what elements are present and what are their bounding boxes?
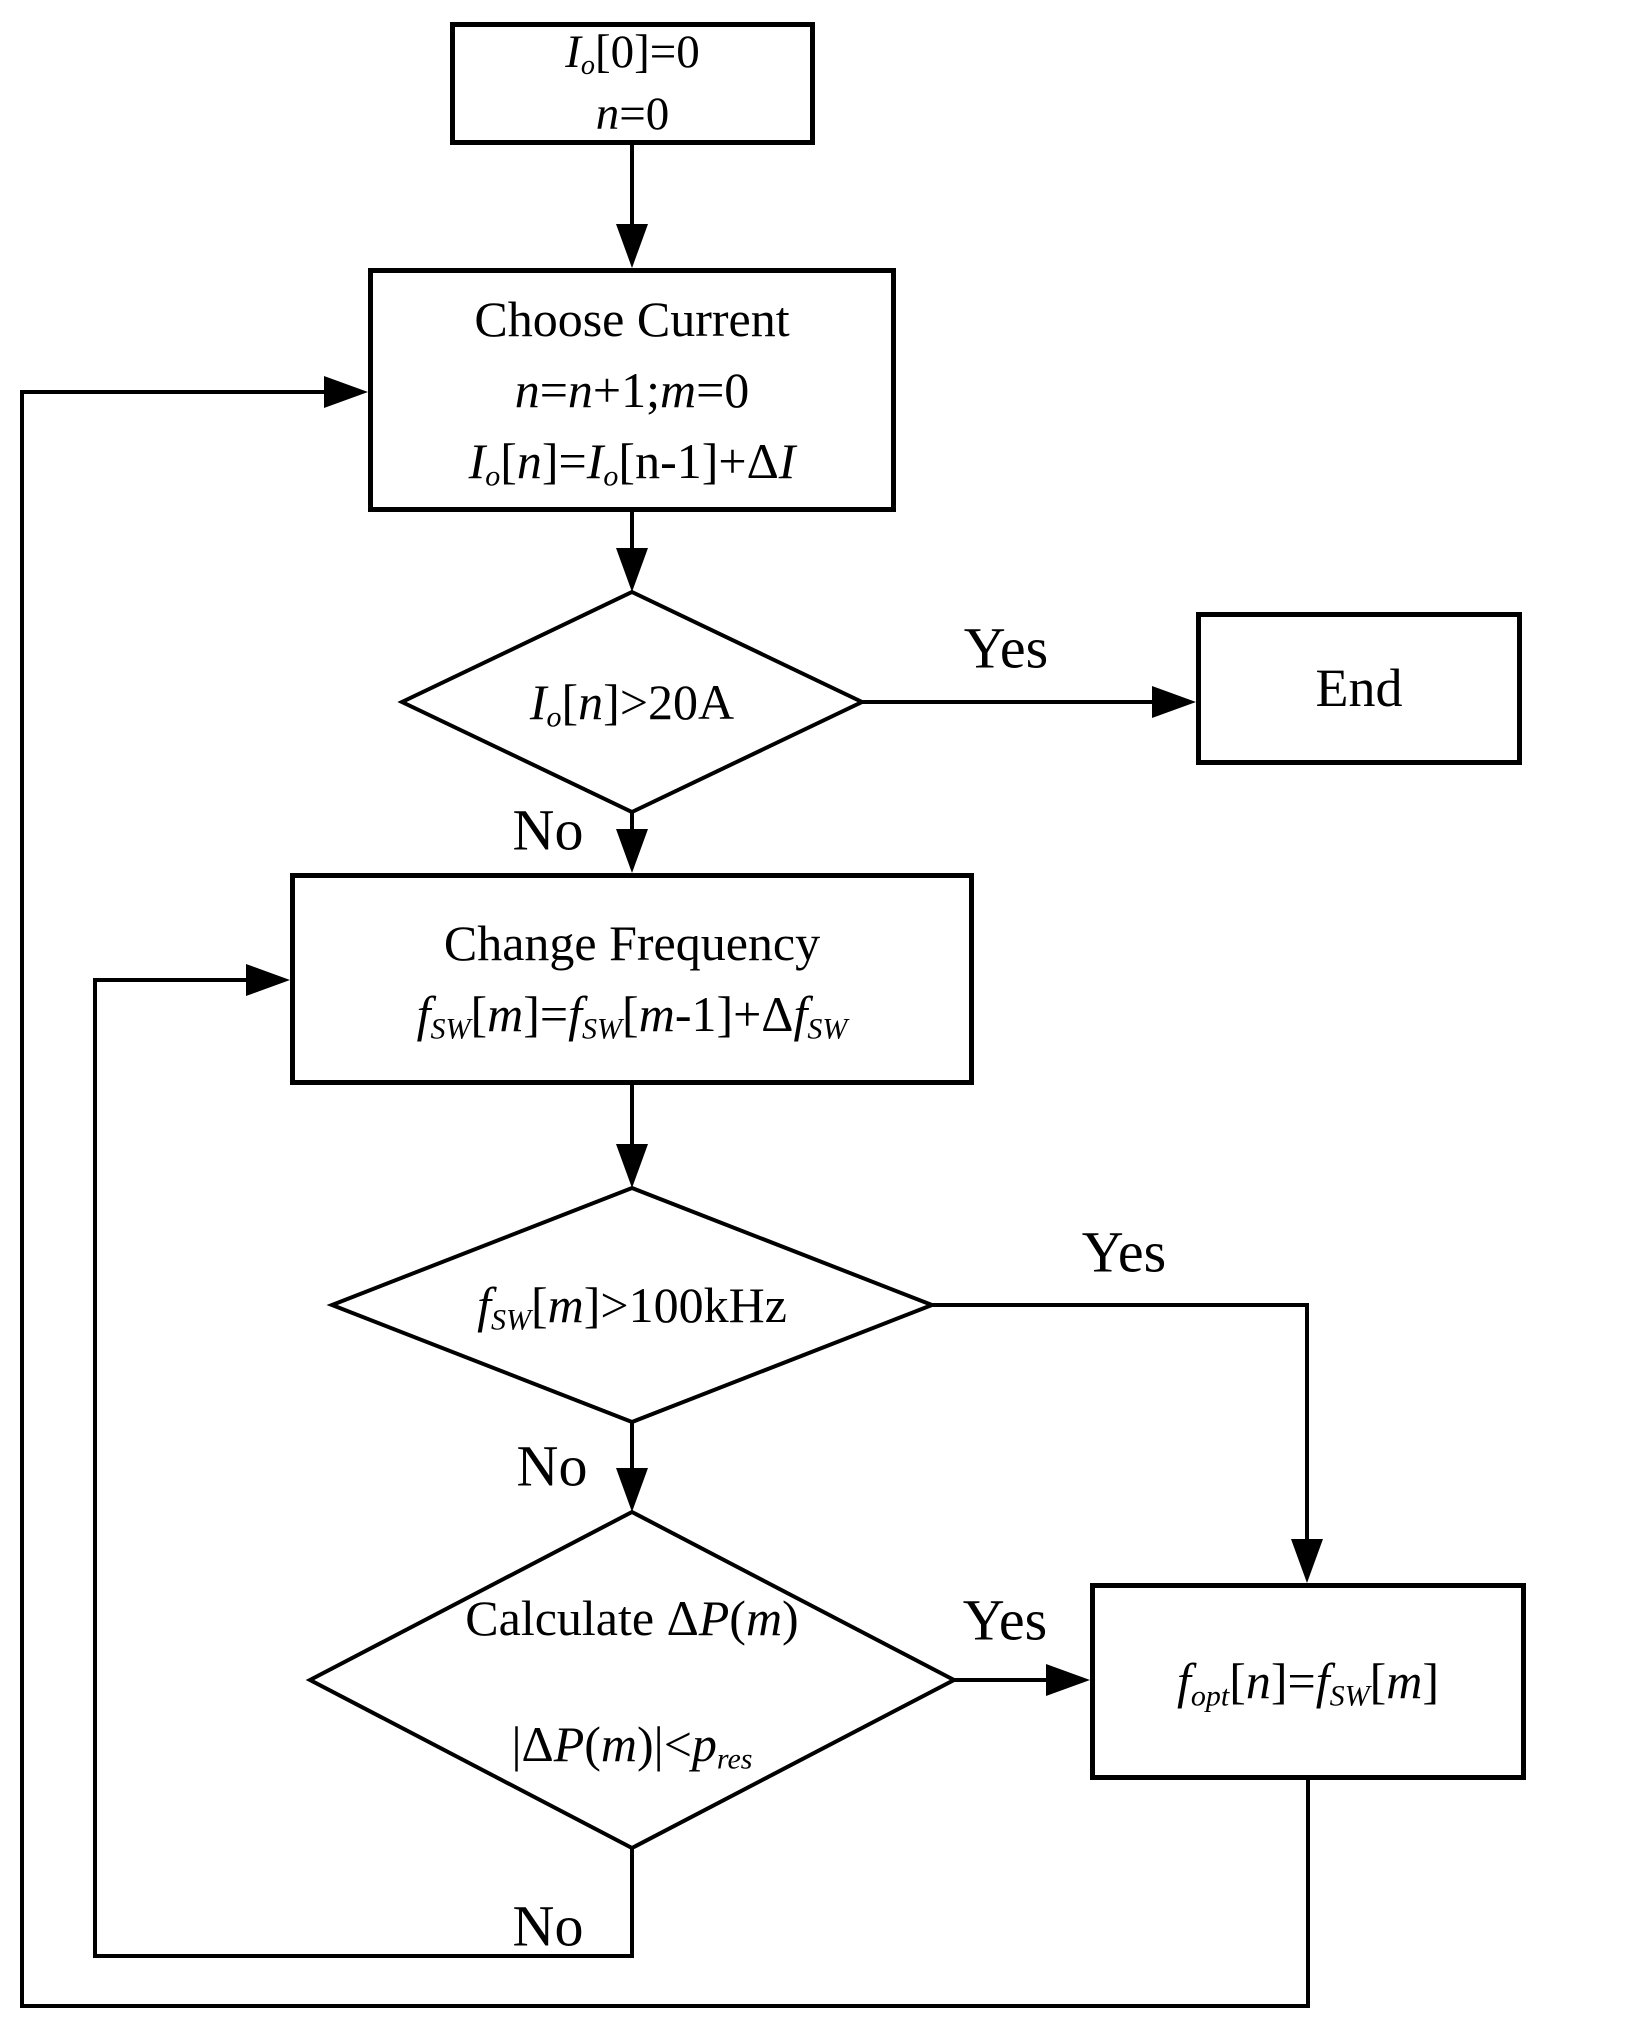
node-power-check-label: Calculate ΔP(m) bbox=[465, 1590, 799, 1646]
arrowhead-icon bbox=[1291, 1539, 1323, 1583]
node-choose-current-line: n=n+1;m=0 bbox=[514, 361, 750, 418]
arrowhead-icon bbox=[324, 376, 368, 408]
edge-label-current-check-no: No bbox=[512, 797, 584, 863]
arrowhead-icon bbox=[616, 224, 648, 268]
node-choose-current-line: Choose Current bbox=[474, 290, 790, 347]
node-set-optimum: fopt[n]=fSW[m] bbox=[1090, 1583, 1526, 1780]
edge-label-frequency-check-no: No bbox=[516, 1433, 588, 1499]
node-choose-current: Choose Current n=n+1;m=0 Io[n]=Io[n-1]+Δ… bbox=[368, 268, 896, 512]
node-change-frequency: Change Frequency fSW[m]=fSW[m-1]+ΔfSW bbox=[290, 873, 974, 1085]
edge-choose-current-to-current-check bbox=[616, 512, 648, 592]
edge-frequency-check-yes-to-set-optimum bbox=[932, 1303, 1323, 1583]
arrowhead-icon bbox=[1046, 1664, 1090, 1696]
arrowhead-icon bbox=[246, 964, 290, 996]
arrowhead-icon bbox=[616, 829, 648, 873]
node-power-check-shape bbox=[305, 1509, 959, 1851]
arrowhead-icon bbox=[1152, 686, 1196, 718]
arrowhead-icon bbox=[616, 1468, 648, 1512]
node-init-line: n=0 bbox=[595, 87, 670, 140]
node-frequency-check-label: fSW[m]>100kHz bbox=[477, 1277, 787, 1337]
node-change-frequency-line: Change Frequency bbox=[443, 915, 821, 971]
edge-label-power-check-yes: Yes bbox=[962, 1587, 1048, 1653]
edge-power-check-yes-to-set-optimum bbox=[954, 1664, 1090, 1696]
node-end: End bbox=[1196, 612, 1522, 765]
node-set-optimum-line: fopt[n]=fSW[m] bbox=[1176, 1653, 1440, 1713]
edge-set-optimum-loop-to-choose-current bbox=[20, 376, 1310, 2008]
edge-power-check-no-loop-to-change-frequency bbox=[93, 964, 634, 1958]
node-init: Io[0]=0 n=0 bbox=[450, 22, 815, 145]
edge-label-power-check-no: No bbox=[512, 1893, 584, 1959]
edge-change-frequency-to-frequency-check bbox=[616, 1085, 648, 1188]
edge-current-check-no-to-change-frequency bbox=[616, 812, 648, 873]
node-end-line: End bbox=[1315, 658, 1403, 719]
edge-frequency-check-no-to-power-check bbox=[616, 1422, 648, 1512]
arrowhead-icon bbox=[616, 1144, 648, 1188]
edge-current-check-yes-to-end bbox=[862, 686, 1196, 718]
arrowhead-icon bbox=[616, 548, 648, 592]
edge-label-current-check-yes: Yes bbox=[963, 615, 1049, 681]
node-choose-current-line: Io[n]=Io[n-1]+ΔI bbox=[468, 432, 796, 492]
edge-init-to-choose-current bbox=[616, 145, 648, 268]
node-init-line: Io[0]=0 bbox=[565, 26, 700, 82]
node-current-check-label: Io[n]>20A bbox=[529, 674, 735, 734]
node-change-frequency-line: fSW[m]=fSW[m-1]+ΔfSW bbox=[416, 986, 848, 1046]
node-power-check-label: |ΔP(m)|<pres bbox=[511, 1716, 753, 1776]
edge-label-frequency-check-yes: Yes bbox=[1081, 1219, 1167, 1285]
